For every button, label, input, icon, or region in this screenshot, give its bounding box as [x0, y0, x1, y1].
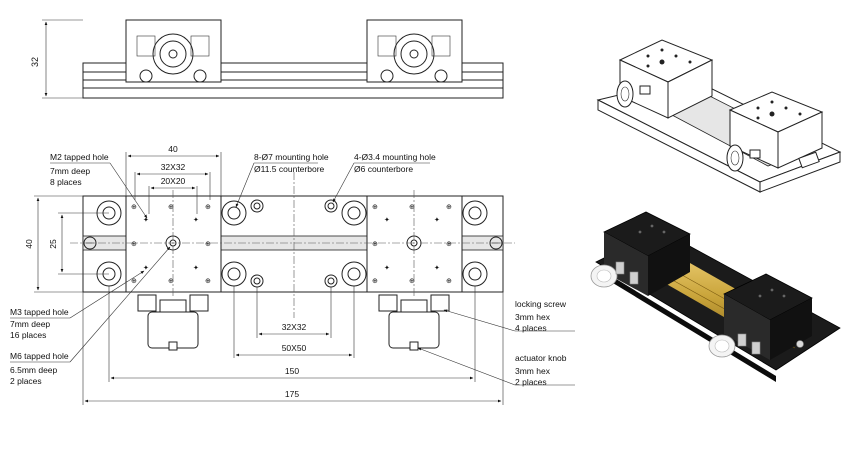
svg-text:⊕: ⊕ [205, 204, 211, 211]
callout-small-line1: 4-Ø3.4 mounting hole [354, 152, 436, 162]
callout-m6-line1: M6 tapped hole [10, 351, 69, 361]
dim-40-left: 40 [24, 239, 34, 249]
svg-text:✦: ✦ [384, 264, 390, 272]
svg-text:⊕: ⊕ [409, 204, 415, 211]
callout-lock-line3: 4 places [515, 323, 547, 333]
side-carriage-right [366, 19, 463, 83]
callout-m6-line2: 6.5mm deep [10, 365, 58, 375]
top-view: ⊕ ⊕ ⊕ ⊕ ⊕ ⊕ ⊕ ⊕ ✦ ✦ ✦ ✦ ⊕ ⊕ ⊕ ⊕ ⊕ ⊕ ⊕ ⊕ ✦ ✦ ✦ ✦ [70, 172, 515, 351]
isometric-line-view [596, 39, 842, 193]
side-view: 32 [30, 19, 504, 99]
svg-text:✦: ✦ [193, 216, 199, 224]
callout-m2-line1: M2 tapped hole [50, 152, 109, 162]
callouts: M2 tapped hole 7mm deep 8 places 8-Ø7 mo… [10, 152, 575, 387]
svg-text:⊕: ⊕ [131, 278, 137, 285]
svg-text:✦: ✦ [434, 264, 440, 272]
top-carriage-right [366, 195, 463, 293]
dimensions: 40 32X32 20X20 40 25 32X32 50X50 150 175 [24, 144, 504, 405]
callout-m2-line3: 8 places [50, 177, 82, 187]
dim-32x32-top: 32X32 [161, 162, 186, 172]
svg-text:✦: ✦ [193, 264, 199, 272]
dim-25-left: 25 [48, 239, 58, 249]
svg-text:✦: ✦ [143, 264, 149, 272]
callout-knob-line1: actuator knob [515, 353, 567, 363]
dim-40-top: 40 [168, 144, 178, 154]
top-carriage-left [125, 195, 222, 293]
callout-m3-line1: M3 tapped hole [10, 307, 69, 317]
svg-text:⊕: ⊕ [131, 241, 137, 248]
actuator-knob-right [378, 294, 450, 351]
callout-lock-line1: locking screw [515, 299, 567, 309]
product-photo [590, 211, 841, 382]
svg-text:⊕: ⊕ [205, 278, 211, 285]
callout-knob-line3: 2 places [515, 377, 547, 387]
callout-lock-line2: 3mm hex [515, 312, 551, 322]
svg-text:⊕: ⊕ [168, 204, 174, 211]
svg-text:⊕: ⊕ [446, 204, 452, 211]
dim-50x50: 50X50 [282, 343, 307, 353]
svg-text:✦: ✦ [434, 216, 440, 224]
callout-mount-line2: Ø11.5 counterbore [254, 164, 325, 174]
side-carriage-left [125, 19, 222, 83]
svg-text:⊕: ⊕ [168, 278, 174, 285]
dim-32: 32 [30, 57, 40, 67]
svg-text:⊕: ⊕ [372, 241, 378, 248]
callout-m3-line2: 7mm deep [10, 319, 50, 329]
callout-knob-line2: 3mm hex [515, 366, 551, 376]
svg-text:✦: ✦ [384, 216, 390, 224]
svg-text:⊕: ⊕ [409, 278, 415, 285]
svg-text:✦: ✦ [143, 216, 149, 224]
callout-m3-line3: 16 places [10, 330, 46, 340]
tapped-holes: ⊕ ⊕ ⊕ ⊕ ⊕ ⊕ ⊕ ⊕ ✦ ✦ ✦ ✦ ⊕ ⊕ ⊕ ⊕ ⊕ ⊕ ⊕ ⊕ ✦ ✦ ✦ ✦ [131, 204, 452, 285]
svg-text:⊕: ⊕ [205, 241, 211, 248]
svg-text:⊕: ⊕ [446, 278, 452, 285]
dim-175: 175 [285, 389, 299, 399]
svg-text:⊕: ⊕ [372, 278, 378, 285]
actuator-knob-left [137, 294, 209, 351]
svg-text:⊕: ⊕ [372, 204, 378, 211]
dim-20x20: 20X20 [161, 176, 186, 186]
dim-150: 150 [285, 366, 299, 376]
dim-32x32-bottom: 32X32 [282, 322, 307, 332]
callout-m6-line3: 2 places [10, 376, 42, 386]
svg-text:⊕: ⊕ [446, 241, 452, 248]
callout-mount-line1: 8-Ø7 mounting hole [254, 152, 329, 162]
callout-m2-line2: 7mm deep [50, 166, 90, 176]
callout-small-line2: Ø6 counterbore [354, 164, 413, 174]
svg-text:⊕: ⊕ [131, 204, 137, 211]
